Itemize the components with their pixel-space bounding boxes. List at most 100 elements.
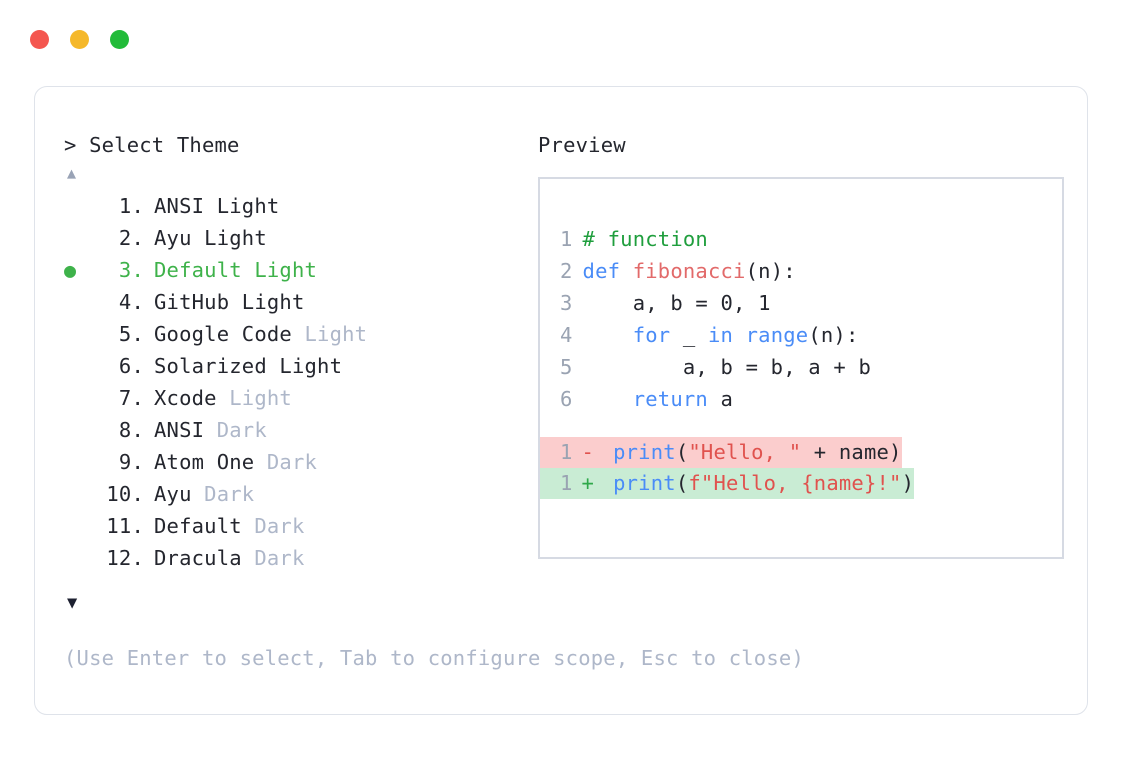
line-number: 3 <box>560 291 573 315</box>
theme-list-item[interactable]: ●4.GitHub Light <box>64 286 534 318</box>
code-token: (n): <box>745 259 796 283</box>
selection-bullet-icon: ● <box>64 258 77 282</box>
code-line-text: def fibonacci(n): <box>573 255 796 287</box>
code-token: a, b = b, a + b <box>582 355 872 379</box>
diff-marker: + <box>581 471 595 495</box>
theme-list-item[interactable]: ●5.Google Code Light <box>64 318 534 350</box>
theme-list-item[interactable]: ● 6. Solarized Light <box>64 350 534 382</box>
theme-item-index: 5. <box>118 322 144 346</box>
line-number: 1 <box>560 227 573 251</box>
theme-list-item[interactable]: ●12.Dracula Dark <box>64 542 534 574</box>
line-number: 1 <box>560 440 573 464</box>
theme-item-index: 6. <box>118 354 144 378</box>
theme-item-index: 9. <box>118 450 144 474</box>
theme-list-item[interactable]: ●9.Atom One Dark <box>64 446 534 478</box>
selection-bullet-icon: ● <box>64 446 94 478</box>
line-number: 2 <box>560 259 573 283</box>
theme-item-variant: Light <box>291 322 368 346</box>
selection-bullet-icon: ● <box>64 350 94 382</box>
theme-item-name: ANSI Light <box>154 194 280 218</box>
theme-item-variant: Dark <box>204 418 267 442</box>
minimize-window-button[interactable] <box>70 30 89 49</box>
code-token: (n): <box>808 323 859 347</box>
selection-bullet-icon: ● <box>64 286 94 318</box>
line-number: 4 <box>560 323 573 347</box>
code-token: "Hello, <box>700 471 802 495</box>
scroll-down-icon[interactable]: ▼ <box>67 593 78 613</box>
theme-item-name: Default Light <box>154 258 318 282</box>
code-line-text: # function <box>573 223 708 255</box>
theme-list-item[interactable]: ●8.ANSI Dark <box>64 414 534 446</box>
code-token: print <box>613 440 676 464</box>
code-token <box>583 323 633 347</box>
theme-item-name: Atom One <box>154 450 255 474</box>
theme-item-name: Dracula <box>154 546 242 570</box>
theme-item-name: Solarized Light <box>154 354 343 378</box>
code-line-text: a, b = b, a + b <box>573 351 871 383</box>
code-token: !" <box>876 471 902 495</box>
code-token: ) <box>901 471 915 495</box>
selection-bullet-icon: ● <box>64 382 94 414</box>
code-line-text: a, b = 0, 1 <box>573 287 771 319</box>
theme-item-name: ANSI <box>154 418 205 442</box>
code-token: # function <box>582 227 708 251</box>
code-token: in <box>707 323 746 347</box>
selection-bullet-icon: ● <box>64 478 94 510</box>
diff-lines: 1-print("Hello, " + name)1+print(f"Hello… <box>540 437 1062 499</box>
code-token: ( <box>675 471 689 495</box>
theme-list-item[interactable]: ●1.ANSI Light <box>64 190 534 222</box>
theme-list[interactable]: ●1.ANSI Light●2.Ayu Light●3.Default Ligh… <box>64 190 534 574</box>
selector-prompt: > Select Theme <box>64 130 534 160</box>
diff-line-text: print(f"Hello, {name}!") <box>603 468 914 499</box>
theme-selector-panel: > Select Theme ▲ ●1.ANSI Light●2.Ayu Lig… <box>64 130 534 616</box>
theme-item-index: 10. <box>106 482 144 506</box>
prompt-caret-icon: > <box>64 133 77 157</box>
code-token: return <box>632 387 721 411</box>
scroll-up-icon[interactable]: ▲ <box>67 164 77 182</box>
line-number: 5 <box>560 355 573 379</box>
maximize-window-button[interactable] <box>110 30 129 49</box>
theme-item-name: Default <box>154 514 242 538</box>
code-token: "Hello, " <box>688 440 802 464</box>
theme-list-item[interactable]: ● 7. Xcode Light <box>64 382 534 414</box>
line-number: 1 <box>560 471 573 495</box>
diff-line-minus: 1-print("Hello, " + name) <box>540 437 902 468</box>
selection-bullet-icon: ● <box>64 542 94 574</box>
code-token: + name) <box>801 440 902 464</box>
code-token: def <box>582 259 633 283</box>
diff-line-plus: 1 + print(f"Hello, {name}!") <box>540 468 915 499</box>
close-window-button[interactable] <box>30 30 49 49</box>
theme-list-item[interactable]: ●2.Ayu Light <box>64 222 534 254</box>
selector-title: Select Theme <box>89 133 240 157</box>
theme-item-variant: Dark <box>191 482 255 506</box>
code-token: a, b = 0, 1 <box>582 291 771 315</box>
line-number: 6 <box>560 387 573 411</box>
code-line: 3 a, b = 0, 1 <box>540 287 1062 319</box>
theme-item-index: 2. <box>118 226 144 250</box>
theme-list-item[interactable]: ● 3. Default Light <box>64 254 534 286</box>
theme-item-variant: Light <box>216 386 292 410</box>
selection-bullet-icon: ● <box>64 414 94 446</box>
code-token: print <box>613 471 676 495</box>
code-line-text: for _ in range(n): <box>573 319 859 351</box>
code-line: 4 for _ in range(n): <box>540 319 1062 351</box>
keyboard-hint: (Use Enter to select, Tab to configure s… <box>64 646 804 670</box>
theme-item-index: 7. <box>118 386 144 410</box>
theme-item-variant: Dark <box>241 546 305 570</box>
theme-list-item[interactable]: ●11.Default Dark <box>64 510 534 542</box>
theme-item-name: Google Code <box>154 322 292 346</box>
code-token: fibonacci <box>632 259 746 283</box>
diff-line-text: print("Hello, " + name) <box>603 437 902 468</box>
theme-item-index: 3. <box>118 258 144 282</box>
code-token: f <box>688 471 701 495</box>
code-token: ( <box>675 440 689 464</box>
theme-list-item[interactable]: ●10.Ayu Dark <box>64 478 534 510</box>
theme-item-name: Xcode <box>154 386 217 410</box>
selection-bullet-icon: ● <box>64 222 94 254</box>
code-token: for <box>632 323 683 347</box>
